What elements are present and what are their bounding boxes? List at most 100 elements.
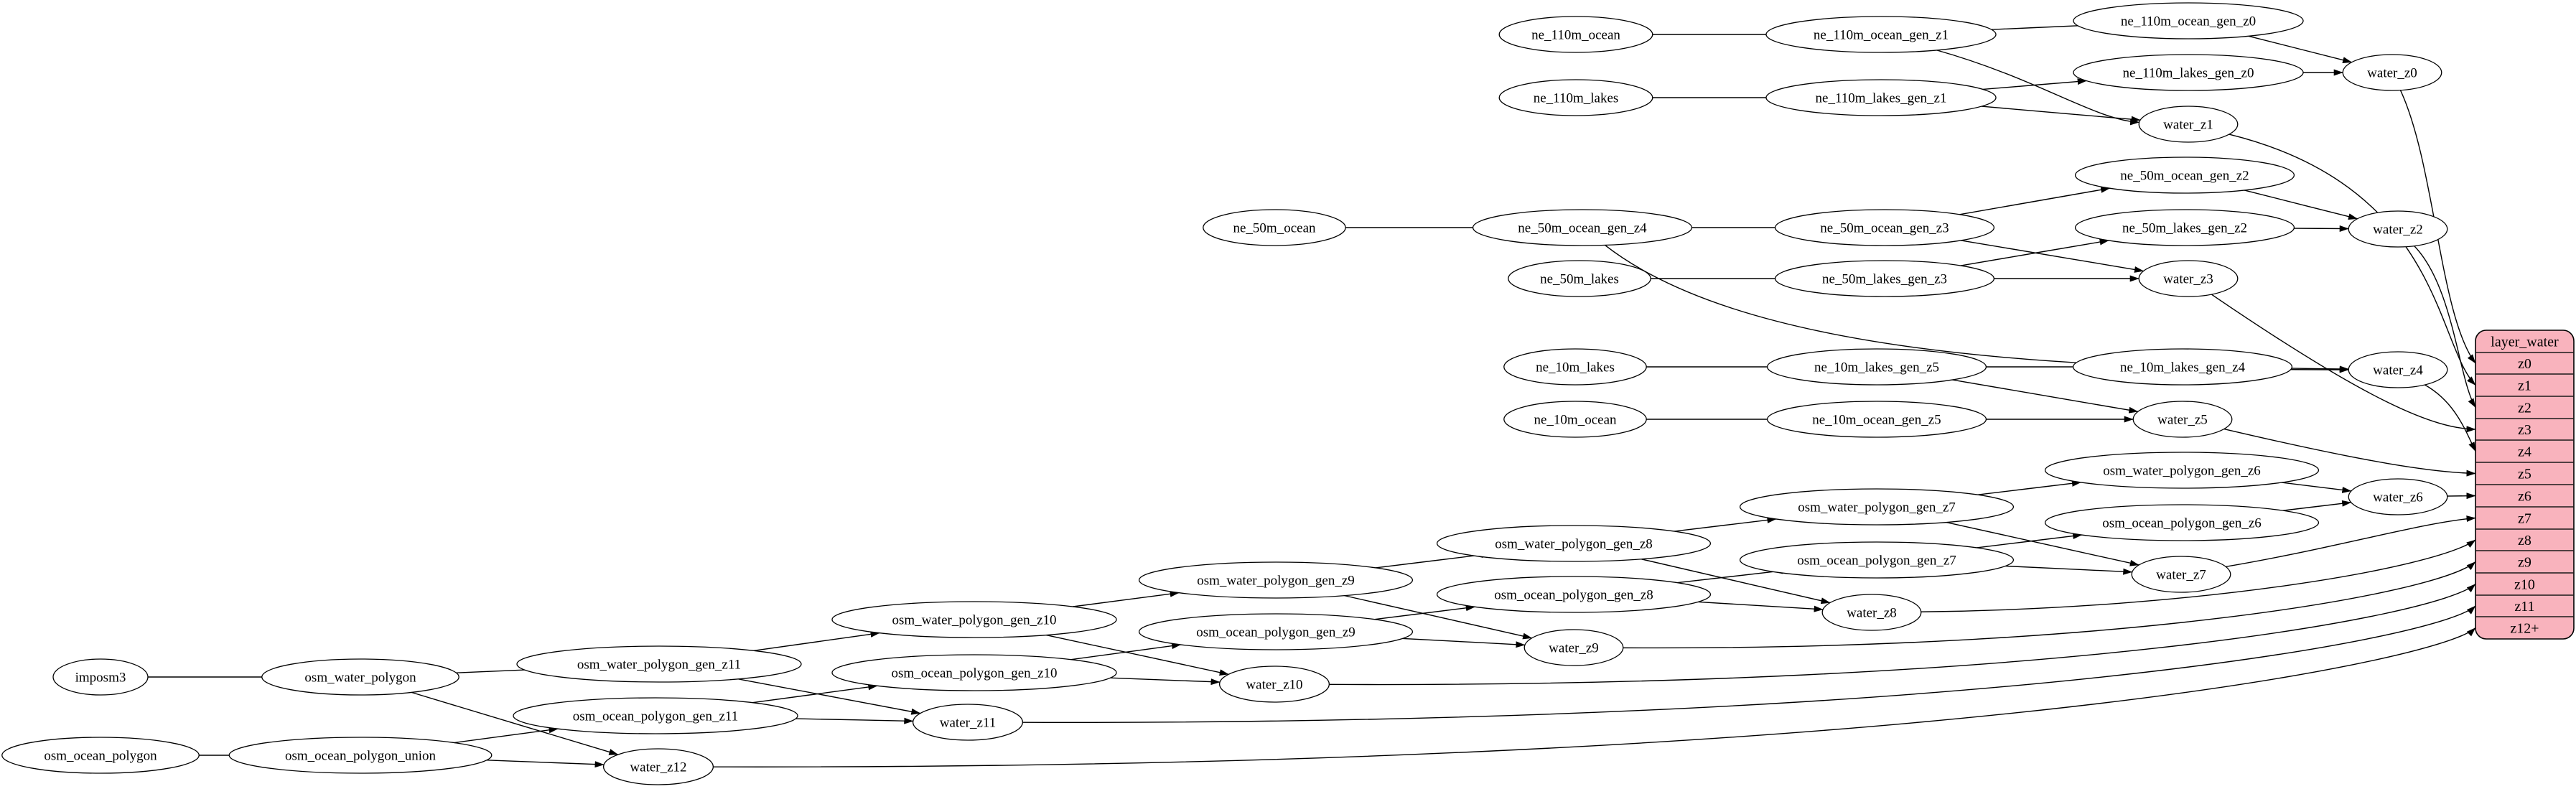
node-label: osm_ocean_polygon_gen_z7	[1797, 554, 1956, 569]
edge-ne_10m_lakes_gen_z5-to-water_z5	[1952, 379, 2139, 414]
edge-ne_50m_ocean_gen_z2-to-water_z2	[2244, 190, 2358, 220]
record-row-z6: z6	[2518, 489, 2531, 505]
record-row-z9: z9	[2518, 555, 2531, 571]
edge-osm_ocean_polygon_gen_z7-to-osm_ocean_polygon_gen_z6	[1977, 533, 2083, 548]
node-water_z11: water_z11	[912, 704, 1024, 741]
edge-osm_ocean_polygon_gen_z11-to-osm_ocean_polygon_gen_z10	[752, 683, 878, 704]
edge-water_z8-to-z8	[1921, 539, 2476, 612]
node-ne_50m_lakes_gen_z3: ne_50m_lakes_gen_z3	[1774, 260, 1995, 297]
node-label: ne_110m_ocean_gen_z0	[2121, 14, 2256, 29]
node-label: osm_ocean_polygon_gen_z6	[2102, 516, 2262, 531]
edge-osm_ocean_polygon_gen_z10-to-water_z10	[1102, 677, 1221, 686]
edge-osm_ocean_polygon_gen_z10-to-osm_ocean_polygon_gen_z9	[1070, 643, 1182, 660]
edge-ne_110m_lakes_gen_z1-to-ne_110m_lakes_gen_z0	[1982, 78, 2087, 90]
node-label: ne_50m_ocean	[1233, 221, 1316, 236]
edge-osm_ocean_polygon_gen_z8-to-osm_ocean_polygon_gen_z7	[1676, 567, 1783, 584]
node-osm_water_polygon_gen_z11: osm_water_polygon_gen_z11	[516, 645, 802, 683]
node-label: water_z12	[630, 760, 686, 775]
node-label: ne_110m_lakes	[1534, 91, 1619, 106]
node-label: ne_50m_ocean_gen_z3	[1820, 221, 1949, 236]
node-label: osm_water_polygon_gen_z6	[2103, 464, 2261, 479]
node-label: ne_50m_lakes_gen_z3	[1822, 272, 1947, 287]
edge-ne_50m_ocean_gen_z3-to-water_z3	[1961, 240, 2145, 273]
record-row-z10: z10	[2514, 577, 2535, 593]
edge-ne_110m_lakes_gen_z1-to-water_z1	[1981, 106, 2141, 123]
edge-ne_110m_ocean_gen_z0-to-water_z0	[2248, 35, 2353, 63]
node-label: ne_110m_ocean_gen_z1	[1814, 28, 1949, 43]
node-water_z6: water_z6	[2348, 478, 2448, 515]
edge-osm_water_polygon_gen_z7-to-osm_water_polygon_gen_z6	[1977, 480, 2081, 495]
record-table-layer: layer_waterz0z1z2z3z4z5z6z7z8z9z10z11z12…	[2475, 330, 2575, 640]
node-water_z3: water_z3	[2138, 260, 2239, 297]
edge-osm_ocean_polygon_gen_z6-to-water_z6	[2275, 500, 2352, 512]
node-ne_50m_ocean: ne_50m_ocean	[1203, 209, 1346, 246]
record-row-z5: z5	[2518, 467, 2531, 482]
node-water_z0: water_z0	[2342, 54, 2442, 91]
node-label: ne_10m_lakes_gen_z5	[1814, 360, 1939, 375]
edge-osm_water_polygon_gen_z9-to-water_z9	[1344, 594, 1533, 640]
node-osm_water_polygon_gen_z10: osm_water_polygon_gen_z10	[831, 601, 1117, 638]
node-label: water_z6	[2373, 490, 2423, 505]
record-row-z12+: z12+	[2510, 621, 2539, 637]
node-label: water_z9	[1549, 641, 1599, 656]
node-ne_50m_ocean_gen_z4: ne_50m_ocean_gen_z4	[1472, 209, 1693, 246]
edge-osm_ocean_polygon_union-to-water_z12	[481, 759, 605, 768]
edges-layer	[147, 22, 2476, 768]
node-label: ne_110m_ocean	[1531, 28, 1620, 43]
edge-osm_ocean_polygon_gen_z11-to-water_z11	[788, 717, 914, 724]
node-label: water_z5	[2157, 413, 2208, 428]
node-water_z2: water_z2	[2348, 210, 2448, 248]
edge-ne_50m_lakes_gen_z3-to-ne_50m_lakes_gen_z2	[1960, 238, 2109, 266]
edge-osm_water_polygon_gen_z9-to-osm_water_polygon_gen_z8	[1375, 551, 1483, 569]
edge-water_z7-to-z7	[2226, 515, 2476, 568]
node-label: water_z2	[2373, 223, 2423, 238]
node-osm_ocean_polygon_gen_z7: osm_ocean_polygon_gen_z7	[1739, 541, 2015, 579]
node-label: ne_50m_ocean_gen_z4	[1518, 221, 1647, 236]
node-ne_110m_ocean: ne_110m_ocean	[1498, 16, 1653, 53]
edge-water_z2-to-z2	[2414, 246, 2476, 408]
node-osm_ocean_polygon_gen_z6: osm_ocean_polygon_gen_z6	[2044, 504, 2320, 541]
edge-water_z4-to-z4	[2424, 384, 2476, 452]
node-water_z5: water_z5	[2132, 401, 2233, 438]
record-title: layer_water	[2491, 335, 2559, 350]
record-row-z11: z11	[2514, 599, 2534, 615]
node-osm_ocean_polygon: osm_ocean_polygon	[1, 737, 200, 774]
node-osm_ocean_polygon_union: osm_ocean_polygon_union	[228, 737, 493, 774]
node-label: water_z11	[940, 716, 996, 731]
node-label: osm_water_polygon_gen_z11	[577, 658, 741, 673]
node-water_z9: water_z9	[1523, 629, 1624, 666]
edge-osm_water_polygon-to-water_z12	[411, 691, 619, 755]
edge-osm_water_polygon_gen_z6-to-water_z6	[2274, 481, 2352, 493]
edge-osm_water_polygon_gen_z8-to-water_z8	[1641, 559, 1831, 604]
node-ne_10m_lakes_gen_z5: ne_10m_lakes_gen_z5	[1766, 348, 1987, 386]
record-node-layer_water: layer_waterz0z1z2z3z4z5z6z7z8z9z10z11z12…	[2475, 330, 2575, 640]
record-row-z8: z8	[2518, 533, 2531, 548]
edge-osm_water_polygon_gen_z8-to-osm_water_polygon_gen_z7	[1674, 516, 1777, 532]
node-ne_50m_ocean_gen_z2: ne_50m_ocean_gen_z2	[2074, 157, 2295, 194]
node-label: osm_ocean_polygon_gen_z10	[891, 666, 1057, 681]
node-label: osm_water_polygon_gen_z9	[1197, 574, 1355, 589]
node-water_z4: water_z4	[2348, 351, 2448, 388]
node-ne_10m_ocean: ne_10m_ocean	[1503, 401, 1647, 438]
edge-osm_water_polygon_gen_z11-to-osm_water_polygon_gen_z10	[753, 630, 880, 652]
node-label: osm_water_polygon_gen_z10	[892, 613, 1056, 628]
node-ne_50m_lakes_gen_z2: ne_50m_lakes_gen_z2	[2074, 209, 2295, 246]
edge-ne_110m_ocean_gen_z1-to-ne_110m_ocean_gen_z0	[1991, 22, 2087, 30]
node-water_z10: water_z10	[1218, 666, 1330, 703]
edge-water_z10-to-z10	[1329, 583, 2476, 686]
record-row-z2: z2	[2518, 401, 2531, 416]
node-osm_water_polygon_gen_z7: osm_water_polygon_gen_z7	[1739, 488, 2015, 526]
node-ne_50m_lakes: ne_50m_lakes	[1508, 260, 1651, 297]
node-water_z7: water_z7	[2131, 556, 2231, 593]
node-label: water_z4	[2373, 363, 2423, 378]
node-label: osm_ocean_polygon_gen_z9	[1196, 625, 1355, 640]
node-label: water_z7	[2156, 568, 2206, 583]
edge-water_z3-to-z3	[2211, 294, 2476, 433]
node-label: osm_water_polygon_gen_z8	[1495, 537, 1653, 552]
record-row-z3: z3	[2518, 422, 2531, 438]
node-label: osm_ocean_polygon	[44, 749, 157, 764]
node-label: osm_water_polygon_gen_z7	[1798, 500, 1956, 515]
node-ne_10m_lakes_gen_z4: ne_10m_lakes_gen_z4	[2072, 348, 2293, 386]
